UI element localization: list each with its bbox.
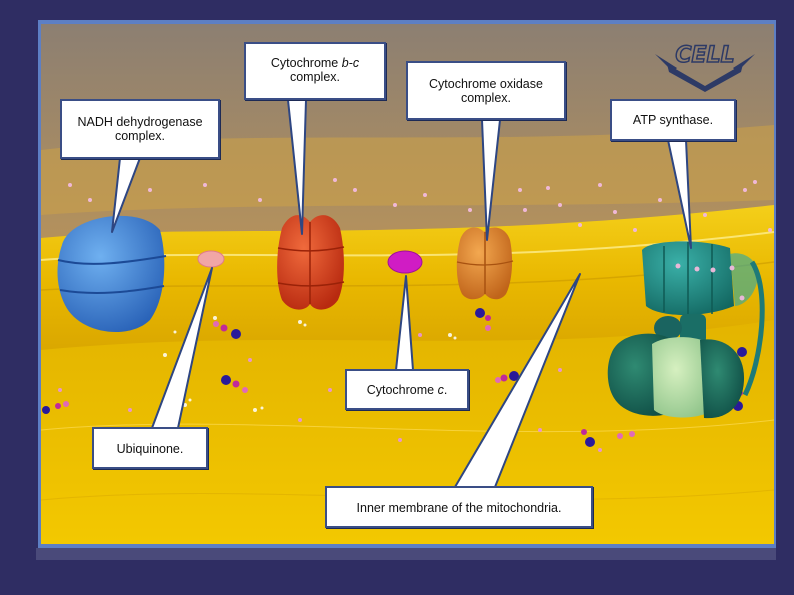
cytc-label-text: Cytochrome: [366, 383, 438, 397]
oxidase-label-line1: Cytochrome oxidase: [429, 77, 543, 91]
bc-label-text: Cytochrome: [270, 56, 342, 70]
ubiquinone-label: Ubiquinone.: [92, 427, 208, 469]
bc-label-italic: b-c: [341, 56, 360, 70]
cytochrome-bc-label: Cytochrome b-c complex.: [244, 42, 386, 100]
atp-synthase: [607, 241, 765, 419]
oxidase-label-line2: complex.: [460, 91, 512, 105]
cytochrome-c-label: Cytochrome c.: [345, 369, 469, 410]
nadh-label-line2: complex.: [114, 129, 166, 143]
cytochrome-oxidase-label: Cytochrome oxidase complex.: [406, 61, 566, 120]
atp-synthase-label: ATP synthase.: [610, 99, 736, 141]
ubiquinone-molecule: [197, 250, 225, 268]
cytochrome-c-molecule: [387, 250, 423, 274]
inner-membrane: [41, 205, 774, 355]
cell-logo: CELL: [655, 42, 755, 92]
nadh-label-line1: NADH dehydrogenase: [77, 115, 203, 129]
proton-dots: [68, 178, 772, 232]
cytc-label-period: .: [443, 383, 448, 397]
cytc-label-line1: Cytochrome c.: [347, 383, 467, 397]
cytc-label-italic: c: [437, 383, 444, 397]
nadh-dehydrogenase-label: NADH dehydrogenase complex.: [60, 99, 220, 159]
nadh-dehydrogenase-complex: [57, 215, 167, 332]
ubiquinone-label-line1: Ubiquinone.: [116, 442, 184, 456]
atp-label-line1: ATP synthase.: [632, 113, 714, 127]
cell-logo-text: CELL: [675, 43, 734, 68]
cytochrome-oxidase-complex: [456, 227, 514, 300]
callout-pointers: [111, 99, 692, 488]
cytochrome-bc-complex: [277, 215, 345, 310]
bc-label-line1: Cytochrome b-c: [246, 56, 384, 70]
bc-label-line2: complex.: [289, 70, 341, 84]
membrane-label-line1: Inner membrane of the mitochondria.: [356, 501, 562, 515]
inner-membrane-label: Inner membrane of the mitochondria.: [325, 486, 593, 528]
